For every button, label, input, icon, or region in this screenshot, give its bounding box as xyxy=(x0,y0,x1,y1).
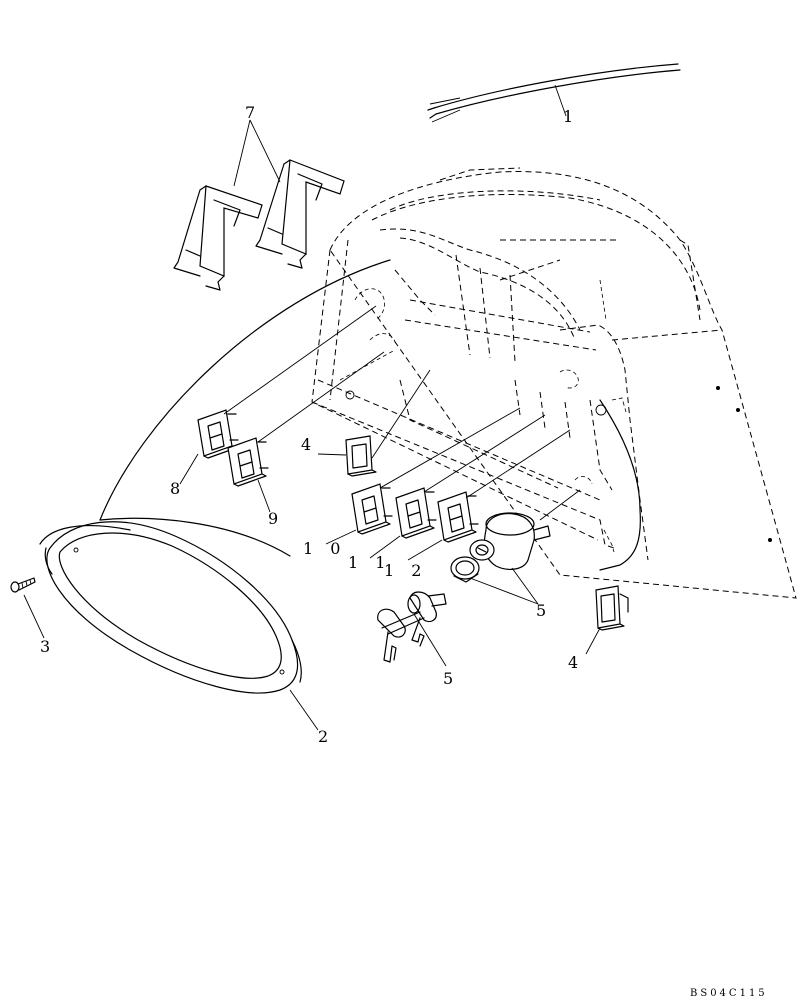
plug-4-right xyxy=(595,585,629,631)
callout-3: 3 xyxy=(40,637,56,656)
console-housing xyxy=(311,167,797,599)
ignition-switch xyxy=(450,512,551,583)
callout-1: 1 xyxy=(563,107,579,126)
callout-2: 2 xyxy=(318,727,334,746)
callout-8: 8 xyxy=(170,479,186,498)
rocker-switch-10 xyxy=(351,483,393,535)
plug-4-left xyxy=(345,435,377,477)
callout-9: 9 xyxy=(268,509,284,528)
keys xyxy=(377,591,447,663)
callout-12: 1 2 xyxy=(384,561,427,580)
callout-5-keys: 5 xyxy=(443,669,459,688)
brackets xyxy=(173,159,345,291)
callout-7: 7 xyxy=(245,103,261,122)
drawing-code: BS04C115 xyxy=(690,988,768,999)
callout-5-ignition: 5 xyxy=(536,601,552,620)
screw xyxy=(10,577,36,593)
rocker-switch-11 xyxy=(395,487,437,539)
leader-lines xyxy=(23,84,601,731)
bezel-ring xyxy=(39,521,302,694)
wire-harness xyxy=(427,63,681,123)
bezel-outline xyxy=(99,259,641,571)
callout-labels: 1 7 4 8 9 1 0 1 1 1 2 5 4 5 2 3 xyxy=(40,103,584,746)
rocker-switch-9 xyxy=(227,437,269,487)
callout-11: 1 1 xyxy=(348,553,391,572)
rocker-switch-8 xyxy=(197,409,239,459)
callout-4-right: 4 xyxy=(568,653,584,672)
callout-4-left: 4 xyxy=(301,435,317,454)
callout-10: 1 0 xyxy=(303,539,346,558)
rocker-switch-12 xyxy=(437,491,479,543)
